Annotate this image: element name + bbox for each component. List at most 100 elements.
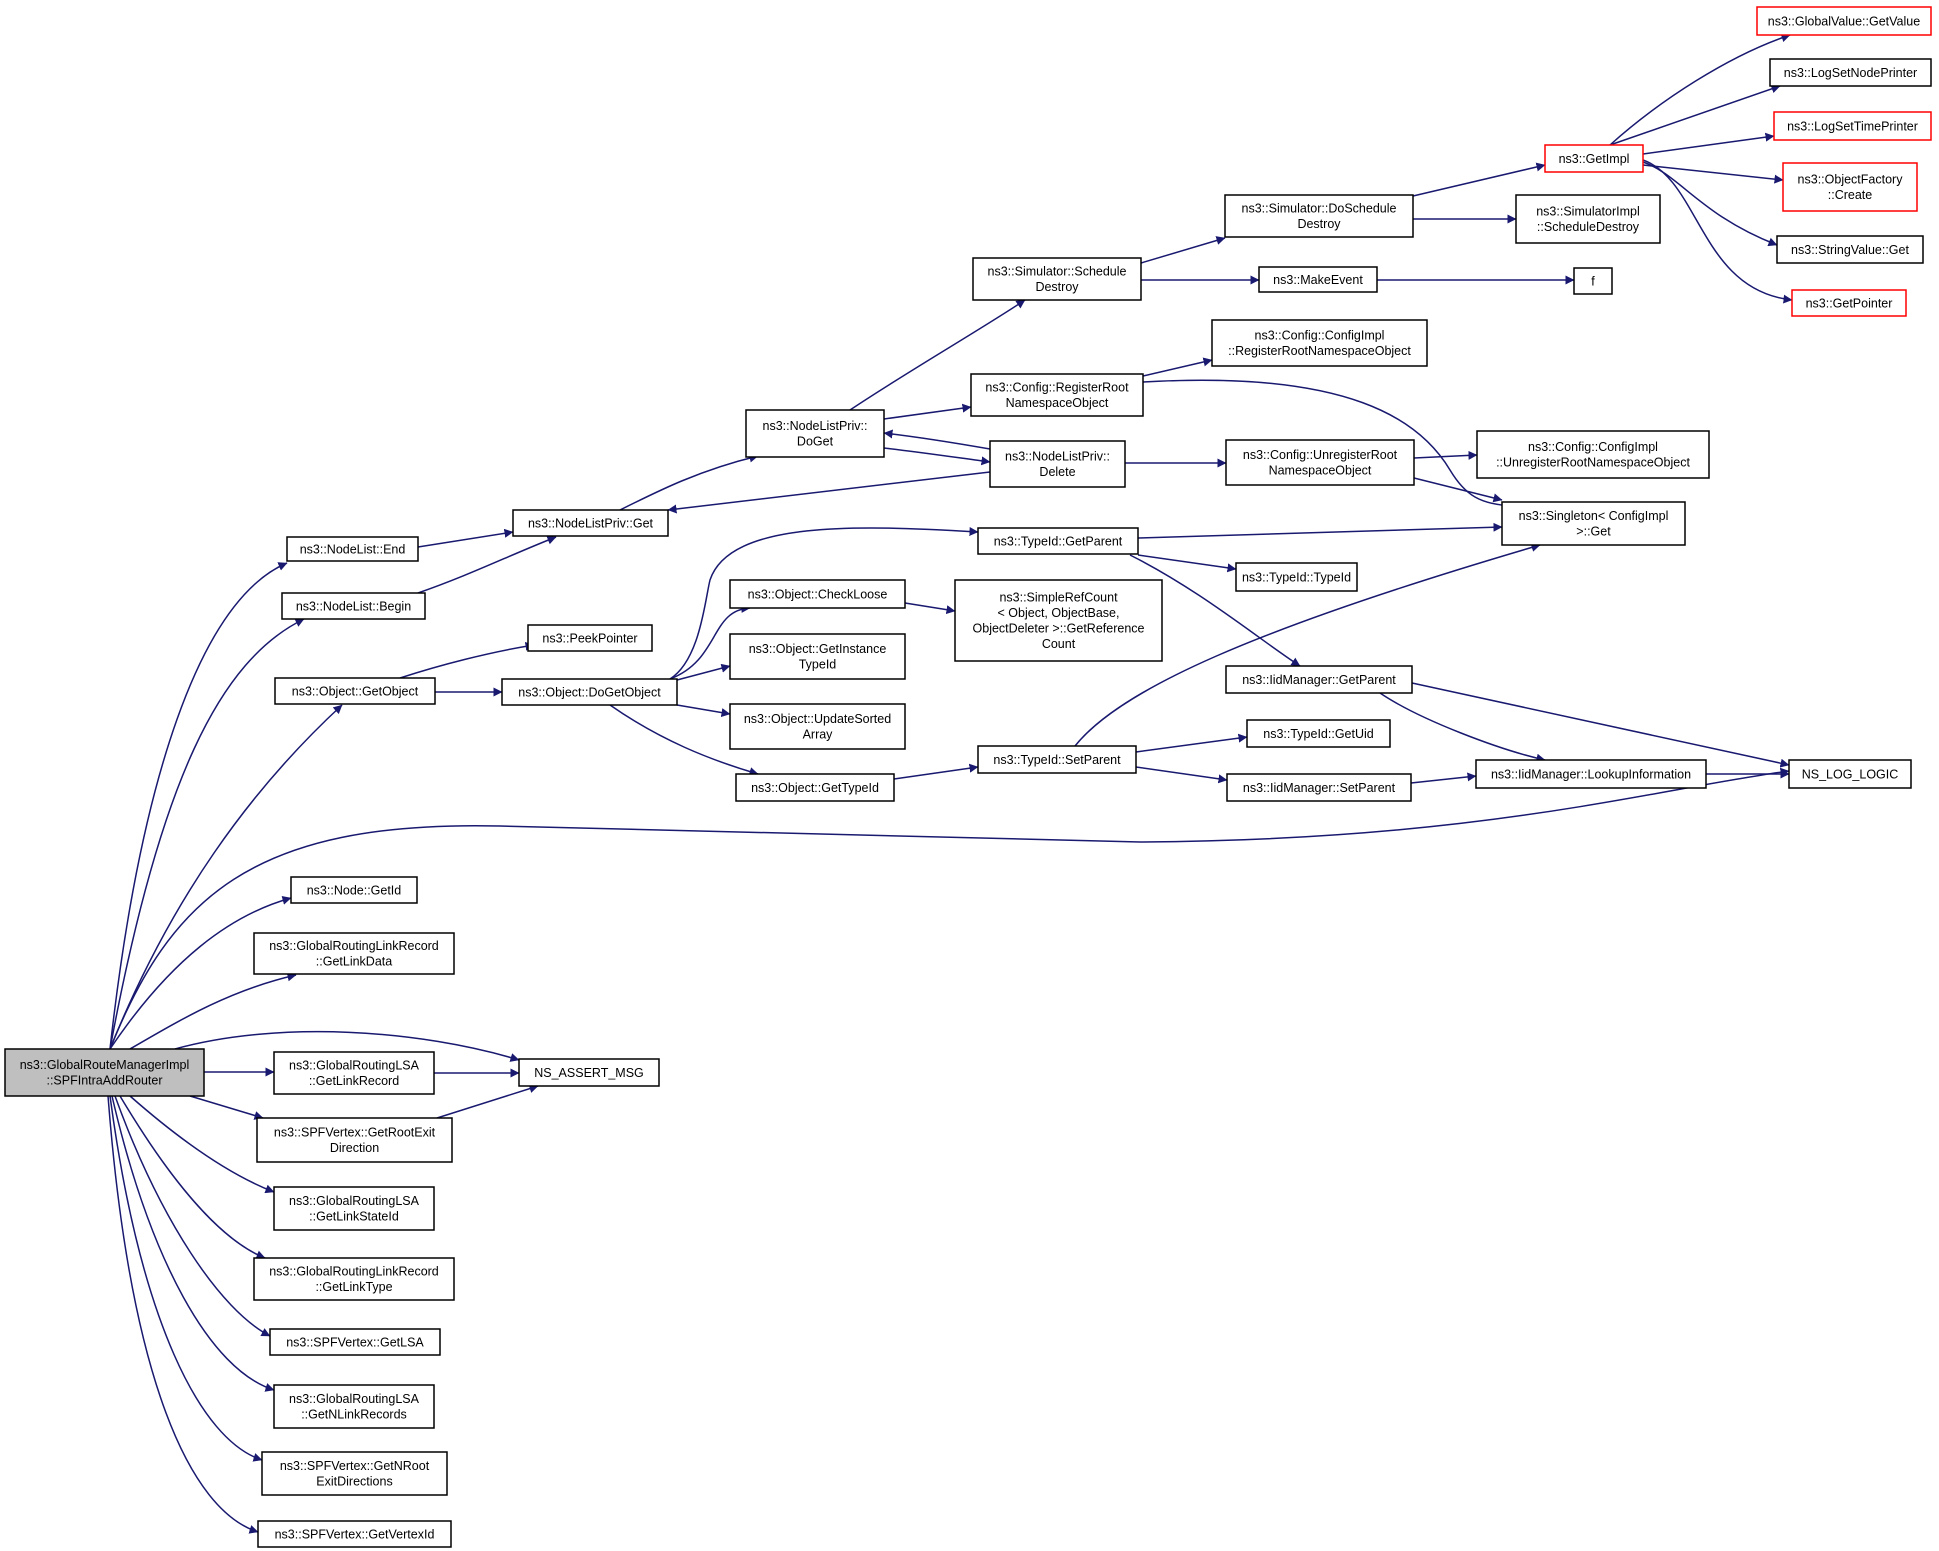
node-configimpl-unregisterroot[interactable]: ns3::Config::ConfigImpl::UnregisterRootN… xyxy=(1476,430,1710,479)
edge-root-to-nodelist_begin xyxy=(109,618,305,1050)
node-logsetnodeprinter[interactable]: ns3::LogSetNodePrinter xyxy=(1769,58,1932,87)
node-object-checkloose[interactable]: ns3::Object::CheckLoose xyxy=(729,579,906,609)
node-object-getobject[interactable]: ns3::Object::GetObject xyxy=(274,677,436,705)
node-label-line: ::RegisterRootNamespaceObject xyxy=(1228,344,1411,358)
node-iidmanager-lookupinformation[interactable]: ns3::IidManager::LookupInformation xyxy=(1475,759,1707,789)
node-object-gettypeid[interactable]: ns3::Object::GetTypeId xyxy=(735,773,895,802)
node-getimpl[interactable]: ns3::GetImpl xyxy=(1544,144,1644,173)
node-nodelist-begin[interactable]: ns3::NodeList::Begin xyxy=(281,592,426,620)
edge-root-to-grlr_getlinkdata xyxy=(129,972,297,1050)
edge-getimpl-to-objectfactory_create xyxy=(1642,164,1784,184)
node-nodelistpriv-doget[interactable]: ns3::NodeListPriv::DoGet xyxy=(745,409,885,458)
node-typeid-getparent[interactable]: ns3::TypeId::GetParent xyxy=(977,527,1139,555)
node-box xyxy=(290,876,418,904)
node-label-line: ns3::GlobalRoutingLSA xyxy=(289,1392,420,1406)
node-box xyxy=(1501,501,1686,546)
node-spf-getvertexid[interactable]: ns3::SPFVertex::GetVertexId xyxy=(257,1520,452,1548)
edge-typeid_setparent-to-iidmanager_setparent xyxy=(1135,766,1228,784)
node-nodelistpriv-delete[interactable]: ns3::NodeListPriv::Delete xyxy=(989,440,1126,488)
node-grlr-getlinkdata[interactable]: ns3::GlobalRoutingLinkRecord::GetLinkDat… xyxy=(253,932,455,975)
node-ns-assert-msg[interactable]: NS_ASSERT_MSG xyxy=(518,1058,660,1087)
node-makeevent[interactable]: ns3::MakeEvent xyxy=(1258,266,1378,293)
node-ns-log-logic[interactable]: NS_LOG_LOGIC xyxy=(1788,759,1912,789)
node-simulatorimpl-scheduledestroy[interactable]: ns3::SimulatorImpl::ScheduleDestroy xyxy=(1515,194,1661,244)
node-objectfactory-create[interactable]: ns3::ObjectFactory::Create xyxy=(1782,162,1918,212)
node-root[interactable]: ns3::GlobalRouteManagerImpl::SPFIntraAdd… xyxy=(4,1048,205,1097)
node-label-line: ns3::GetImpl xyxy=(1559,152,1630,166)
node-iidmanager-setparent[interactable]: ns3::IidManager::SetParent xyxy=(1226,773,1412,802)
edge-nodelistpriv_get-to-nodelistpriv_doget xyxy=(619,453,759,511)
node-label-line: Destroy xyxy=(1297,217,1341,231)
node-box xyxy=(518,1058,660,1087)
node-box xyxy=(735,773,895,802)
node-box xyxy=(970,373,1144,417)
node-spf-getlsa[interactable]: ns3::SPFVertex::GetLSA xyxy=(269,1328,441,1356)
node-globalvalue-getvalue[interactable]: ns3::GlobalValue::GetValue xyxy=(1756,6,1932,36)
edge-object_getobject-to-peekpointer xyxy=(399,641,535,679)
node-object-dogetobject[interactable]: ns3::Object::DoGetObject xyxy=(501,678,678,706)
node-grlsa-getnlinkrecords[interactable]: ns3::GlobalRoutingLSA::GetNLinkRecords xyxy=(273,1384,435,1429)
edge-simulator_scheduledestroy-to-simulator_doscheduledestroy xyxy=(1140,236,1226,264)
nodes-layer: ns3::GlobalRouteManagerImpl::SPFIntraAdd… xyxy=(4,6,1932,1548)
edge-typeid_setparent-to-singleton_get xyxy=(1074,543,1541,747)
edges-layer xyxy=(107,33,1793,1534)
node-label-line: ns3::Singleton< ConfigImpl xyxy=(1519,509,1669,523)
edge-object_dogetobject-to-typeid_getparent xyxy=(669,527,979,680)
node-config-unregisterroot[interactable]: ns3::Config::UnregisterRootNamespaceObje… xyxy=(1225,439,1415,486)
node-label-line: ns3::Config::ConfigImpl xyxy=(1255,329,1385,343)
node-peekpointer[interactable]: ns3::PeekPointer xyxy=(527,624,653,652)
node-box xyxy=(1544,144,1644,173)
node-typeid-typeid[interactable]: ns3::TypeId::TypeId xyxy=(1235,562,1358,592)
node-grlsa-getlinkstateid[interactable]: ns3::GlobalRoutingLSA::GetLinkStateId xyxy=(273,1186,435,1231)
node-config-registerroot[interactable]: ns3::Config::RegisterRootNamespaceObject xyxy=(970,373,1144,417)
node-getpointer[interactable]: ns3::GetPointer xyxy=(1791,289,1907,317)
node-logsettimeprinter[interactable]: ns3::LogSetTimePrinter xyxy=(1773,111,1932,141)
node-node-getid[interactable]: ns3::Node::GetId xyxy=(290,876,418,904)
node-box xyxy=(274,677,436,705)
node-typeid-getuid[interactable]: ns3::TypeId::GetUid xyxy=(1246,719,1391,748)
node-nodelistpriv-get[interactable]: ns3::NodeListPriv::Get xyxy=(512,509,669,537)
edge-root-to-spf_getnrootexit xyxy=(109,1095,263,1462)
node-stringvalue-get[interactable]: ns3::StringValue::Get xyxy=(1776,235,1924,264)
node-label-line: NS_ASSERT_MSG xyxy=(534,1066,644,1080)
node-grlr-getlinktype[interactable]: ns3::GlobalRoutingLinkRecord::GetLinkTyp… xyxy=(253,1257,455,1301)
node-box xyxy=(1258,266,1378,293)
node-label-line: ns3::PeekPointer xyxy=(542,631,637,645)
node-configimpl-registerroot[interactable]: ns3::Config::ConfigImpl::RegisterRootNam… xyxy=(1211,319,1428,367)
node-label-line: ns3::IidManager::GetParent xyxy=(1242,673,1396,687)
edge-object_dogetobject-to-object_checkloose xyxy=(669,603,751,680)
node-box xyxy=(1225,439,1415,486)
edge-iidmanager_getparent-to-ns_log_logic xyxy=(1411,682,1790,768)
edge-root-to-grlsa_getnlinkrecords xyxy=(111,1095,275,1392)
edge-typeid_setparent-to-typeid_getuid xyxy=(1135,733,1248,753)
edge-getimpl-to-stringvalue_get xyxy=(1642,161,1778,247)
node-box xyxy=(1226,773,1412,802)
node-label-line: ::GetLinkRecord xyxy=(309,1074,399,1088)
edge-getimpl-to-logsetnodeprinter xyxy=(1609,84,1781,146)
node-label-line: ns3::GlobalRoutingLSA xyxy=(289,1059,420,1073)
node-iidmanager-getparent[interactable]: ns3::IidManager::GetParent xyxy=(1225,665,1413,694)
node-simplerefcount[interactable]: ns3::SimpleRefCount< Object, ObjectBase,… xyxy=(954,579,1163,662)
node-typeid-setparent[interactable]: ns3::TypeId::SetParent xyxy=(977,745,1137,774)
node-simulator-scheduledestroy[interactable]: ns3::Simulator::ScheduleDestroy xyxy=(972,257,1142,301)
node-label-line: ns3::MakeEvent xyxy=(1273,273,1363,287)
edge-config_registerroot-to-configimpl_registerroot xyxy=(1142,357,1213,377)
node-label-line: ns3::NodeListPriv::Get xyxy=(528,516,654,530)
node-box xyxy=(729,633,906,680)
node-label-line: ns3::NodeList::Begin xyxy=(296,599,411,613)
node-label-line: ns3::GlobalRoutingLinkRecord xyxy=(269,1265,439,1279)
node-label-line: ns3::GlobalRoutingLinkRecord xyxy=(269,939,439,953)
edge-root-to-grlr_getlinktype xyxy=(119,1095,266,1259)
node-nodelist-end[interactable]: ns3::NodeList::End xyxy=(286,536,419,562)
node-box xyxy=(4,1048,205,1097)
node-f[interactable]: f xyxy=(1573,267,1613,295)
node-grlsa-getlinkrecord[interactable]: ns3::GlobalRoutingLSA::GetLinkRecord xyxy=(273,1051,435,1095)
node-box xyxy=(1225,665,1413,694)
node-box xyxy=(745,409,885,458)
node-singleton-get[interactable]: ns3::Singleton< ConfigImpl>::Get xyxy=(1501,501,1686,546)
